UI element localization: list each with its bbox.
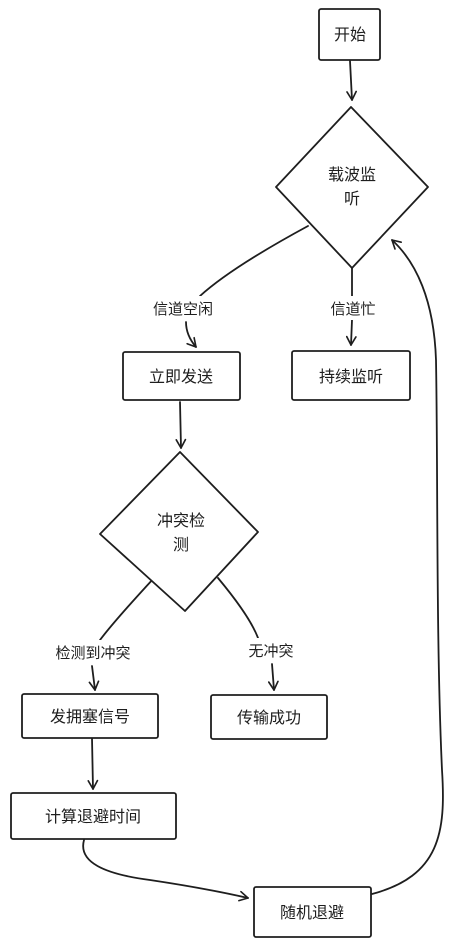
edge-collision-detect-to-send-jam: [92, 577, 155, 690]
node-keep-listening: 持续监听: [291, 350, 411, 401]
edge-start-to-carrier-sense: [346, 60, 357, 101]
edge-carrier-sense-to-keep-listening: [351, 267, 352, 345]
edge-random-backoff-to-carrier-sense: [371, 239, 444, 895]
edge-label-collision-detected-text: 检测到冲突: [55, 644, 130, 662]
edge-calc-backoff-to-random-backoff: [82, 839, 249, 902]
node-send-jam: 发拥塞信号: [21, 693, 159, 739]
node-collision-detect-label-line2: 测: [173, 535, 189, 554]
edge-label-no-collision-text: 无冲突: [248, 642, 293, 660]
edge-send-now-to-collision-detect: [175, 401, 187, 449]
node-send-now: 立即发送: [122, 351, 241, 401]
node-carrier-sense: 载波监 听: [275, 106, 429, 269]
node-keep-listening-label: 持续监听: [319, 367, 383, 386]
node-start-label: 开始: [334, 25, 366, 44]
node-send-now-label: 立即发送: [149, 367, 213, 386]
node-start: 开始: [318, 8, 381, 61]
node-send-success: 传输成功: [210, 694, 328, 740]
edge-collision-detect-to-send-success: [217, 577, 274, 690]
node-calc-backoff-label: 计算退避时间: [45, 807, 141, 826]
edge-label-channel-busy: 信道忙: [322, 296, 384, 320]
node-send-jam-label: 发拥塞信号: [50, 707, 130, 726]
node-calc-backoff: 计算退避时间: [10, 792, 177, 840]
node-random-backoff: 随机退避: [253, 886, 372, 938]
node-collision-detect-label-line1: 冲突检: [157, 511, 205, 530]
edge-label-collision-detected: 检测到冲突: [40, 640, 146, 664]
node-random-backoff-label: 随机退避: [280, 903, 344, 922]
node-collision-detect: 冲突检 测: [99, 451, 259, 612]
edge-label-channel-busy-text: 信道忙: [330, 300, 375, 318]
edge-label-no-collision: 无冲突: [240, 638, 302, 662]
edge-send-jam-to-calc-backoff: [87, 737, 99, 790]
node-send-success-label: 传输成功: [237, 708, 301, 727]
edge-carrier-sense-to-send-now: [185, 225, 309, 347]
edge-label-channel-idle: 信道空闲: [144, 296, 224, 320]
edge-label-channel-idle-text: 信道空闲: [153, 300, 213, 318]
node-carrier-sense-label-line1: 载波监: [328, 165, 376, 184]
node-carrier-sense-label-line2: 听: [344, 189, 360, 208]
